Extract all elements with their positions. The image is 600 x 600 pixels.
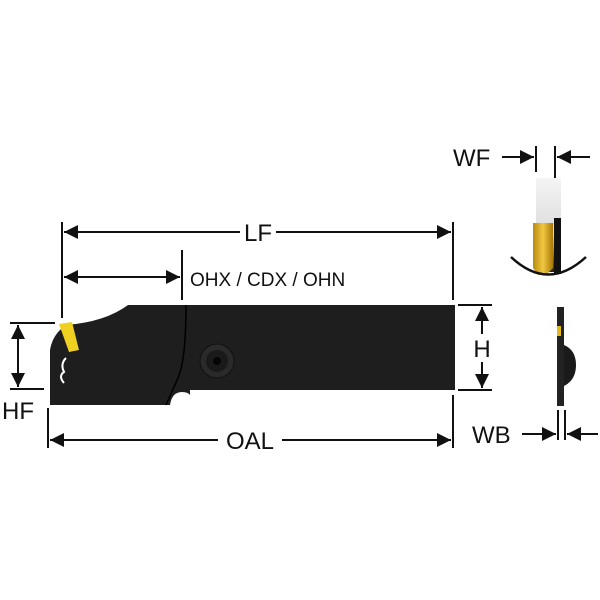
section-line <box>165 304 187 406</box>
dimension-arrows <box>11 146 598 447</box>
hf-label: HF <box>2 398 34 425</box>
insert-front <box>533 223 553 275</box>
screw-side <box>564 345 576 386</box>
oal-label: OAL <box>226 428 274 455</box>
lf-label: LF <box>244 220 272 247</box>
h-label: H <box>473 336 490 363</box>
ohx-label: OHX / CDX / OHN <box>190 270 345 291</box>
wf-label: WF <box>453 145 490 172</box>
wb-label: WB <box>472 422 511 449</box>
workpiece-arc <box>510 256 587 276</box>
extension-lines <box>10 222 492 448</box>
chip-slot <box>60 357 67 384</box>
insert <box>59 322 79 352</box>
holder-body <box>50 304 455 406</box>
side-view <box>557 307 576 406</box>
front-end-view <box>510 178 587 276</box>
